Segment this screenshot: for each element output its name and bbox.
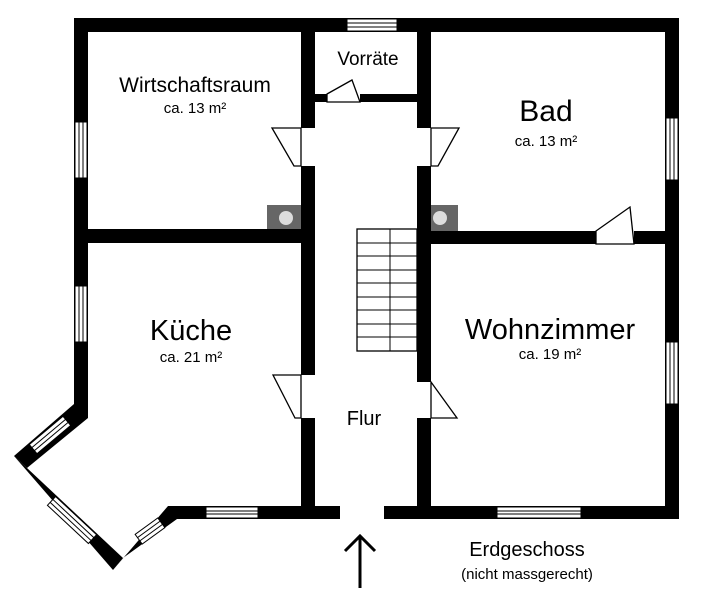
door-bad — [430, 127, 461, 167]
door-wohnzimmer — [430, 379, 459, 419]
scale-note: (nicht massgerecht) — [461, 566, 593, 583]
arrow-up-icon — [343, 533, 377, 588]
window-wohnzimmer-bottom — [496, 506, 582, 519]
stairs — [356, 228, 418, 352]
room-name-wirtschaftsraum: Wirtschaftsraum — [119, 74, 271, 97]
door-kueche — [271, 374, 302, 419]
window-kueche-bottom — [205, 506, 259, 519]
window-kueche-left — [74, 285, 88, 343]
door-bad-wohnzimmer — [595, 205, 635, 245]
room-area-bad: ca. 13 m² — [515, 133, 578, 150]
room-name-kueche: Küche — [150, 315, 232, 347]
windows — [28, 18, 679, 545]
window-bad — [665, 117, 679, 181]
window-bay-2 — [46, 495, 98, 545]
door-vorraete — [326, 79, 361, 103]
room-name-vorraete: Vorräte — [337, 49, 398, 70]
doors — [270, 79, 635, 419]
room-area-wohnzimmer: ca. 19 m² — [519, 346, 582, 363]
interior-walls — [74, 18, 679, 518]
window-top — [346, 18, 398, 32]
window-wirtschaftsraum — [74, 121, 88, 179]
window-wohnzimmer-right — [665, 341, 679, 405]
room-area-kueche: ca. 21 m² — [160, 349, 223, 366]
window-bay-3 — [134, 517, 166, 545]
room-name-bad: Bad — [519, 95, 572, 128]
room-area-wirtschaftsraum: ca. 13 m² — [164, 100, 227, 117]
floor-title: Erdgeschoss — [469, 539, 585, 561]
chimney-icon — [267, 205, 301, 229]
room-name-wohnzimmer: Wohnzimmer — [465, 314, 636, 346]
window-bay-1 — [28, 415, 72, 455]
room-name-flur: Flur — [347, 408, 382, 430]
chimney-icon — [431, 205, 458, 231]
door-wirtschaftsraum — [270, 127, 302, 167]
